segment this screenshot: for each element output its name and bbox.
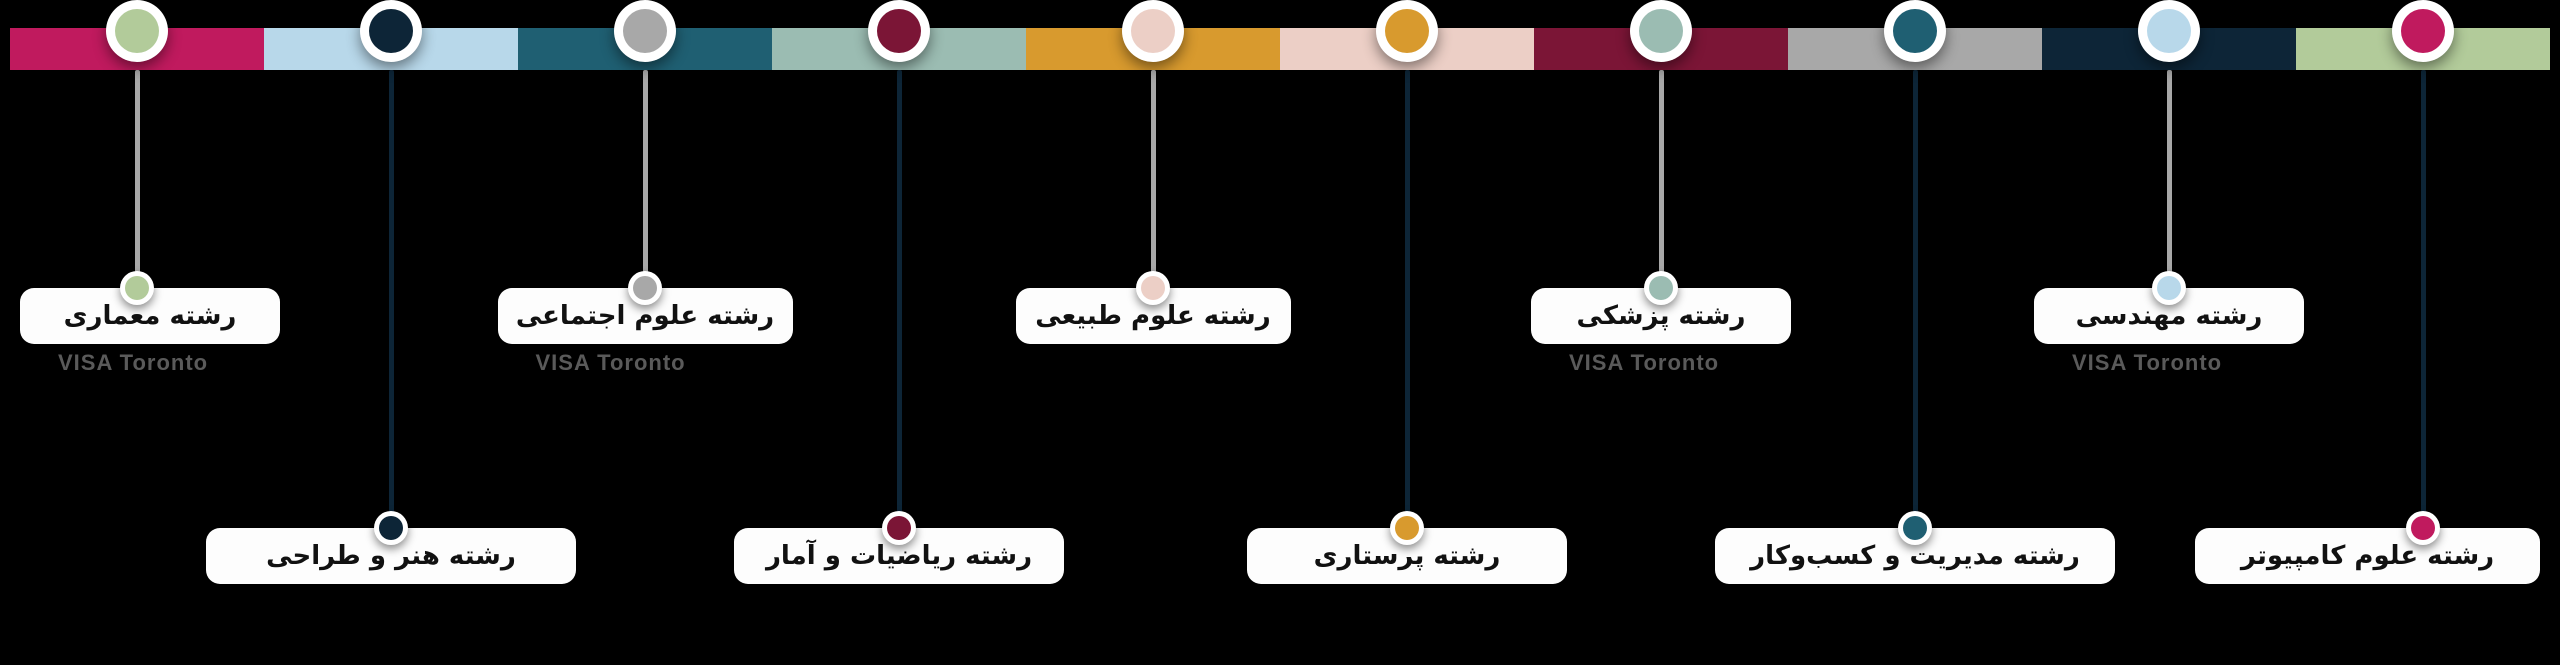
field-card-label: رشته علوم کامپیوتر (2240, 541, 2495, 571)
bar-marker-ring[interactable] (614, 0, 676, 62)
bar-marker-ring[interactable] (1884, 0, 1946, 62)
bar-marker-ring[interactable] (1376, 0, 1438, 62)
bar-marker-ring[interactable] (2392, 0, 2454, 62)
connector-stem (1404, 70, 1410, 514)
field-card-label: رشته ریاضیات و آمار (765, 541, 1033, 571)
field-card[interactable]: رشته مدیریت و کسب‌وکار (1715, 528, 2115, 584)
connector-stem (1658, 70, 1664, 274)
field-card-dot-fill (1649, 276, 1673, 300)
watermark: VISA Toronto (2072, 350, 2223, 375)
field-card-label: رشته معماری (63, 301, 237, 331)
field-card[interactable]: رشته مهندسی (2034, 288, 2304, 344)
field-card-dot (2152, 271, 2186, 305)
bar-marker-fill (623, 9, 667, 53)
field-card-dot-fill (1395, 516, 1419, 540)
watermark: VISA Toronto (58, 350, 209, 375)
field-card-dot (1898, 511, 1932, 545)
connector-stem (388, 70, 394, 514)
bar-marker-ring[interactable] (1122, 0, 1184, 62)
field-card-dot (1136, 271, 1170, 305)
connector-stem (2420, 70, 2426, 514)
field-card-label: رشته مهندسی (2075, 301, 2263, 331)
field-card-label: رشته علوم اجتماعی (515, 301, 775, 331)
field-card-dot (882, 511, 916, 545)
field-card-dot-fill (1903, 516, 1927, 540)
watermark: VISA Toronto (535, 350, 686, 375)
field-card-dot-fill (887, 516, 911, 540)
bar-marker-ring[interactable] (106, 0, 168, 62)
field-card-label: رشته علوم طبیعی (1035, 301, 1271, 331)
connector-stem (1912, 70, 1918, 514)
bar-marker-fill (2401, 9, 2445, 53)
field-card-dot-fill (2157, 276, 2181, 300)
field-card[interactable]: رشته علوم کامپیوتر (2195, 528, 2540, 584)
field-card-dot-fill (2411, 516, 2435, 540)
bar-marker-ring[interactable] (868, 0, 930, 62)
connector-stem (896, 70, 902, 514)
field-card-dot-fill (633, 276, 657, 300)
bar-marker-fill (115, 9, 159, 53)
field-card-dot (628, 271, 662, 305)
field-card-label: رشته پرستاری (1313, 541, 1501, 571)
connector-stem (2166, 70, 2172, 274)
field-card-dot (374, 511, 408, 545)
field-card-label: رشته پزشکی (1576, 301, 1746, 331)
bar-marker-fill (1893, 9, 1937, 53)
field-card-label: رشته مدیریت و کسب‌وکار (1750, 541, 2080, 571)
bar-marker-fill (1639, 9, 1683, 53)
bar-marker-ring[interactable] (360, 0, 422, 62)
bar-marker-fill (1131, 9, 1175, 53)
field-card-dot-fill (1141, 276, 1165, 300)
bar-marker-fill (2147, 9, 2191, 53)
bar-marker-fill (369, 9, 413, 53)
field-card-label: رشته هنر و طراحی (266, 541, 516, 571)
field-card[interactable]: رشته پرستاری (1247, 528, 1567, 584)
field-card-dot (2406, 511, 2440, 545)
connector-stem (134, 70, 140, 274)
bar-marker-ring[interactable] (2138, 0, 2200, 62)
field-card[interactable]: رشته علوم طبیعی (1015, 288, 1291, 344)
connector-stem (642, 70, 648, 274)
connector-stem (1150, 70, 1156, 274)
bar-marker-fill (1385, 9, 1429, 53)
field-card-dot-fill (125, 276, 149, 300)
bar-marker-fill (877, 9, 921, 53)
field-card-dot (1390, 511, 1424, 545)
field-card-dot-fill (379, 516, 403, 540)
watermark: VISA Toronto (1569, 350, 1720, 375)
bar-marker-ring[interactable] (1630, 0, 1692, 62)
field-card-dot (120, 271, 154, 305)
field-card-dot (1644, 271, 1678, 305)
